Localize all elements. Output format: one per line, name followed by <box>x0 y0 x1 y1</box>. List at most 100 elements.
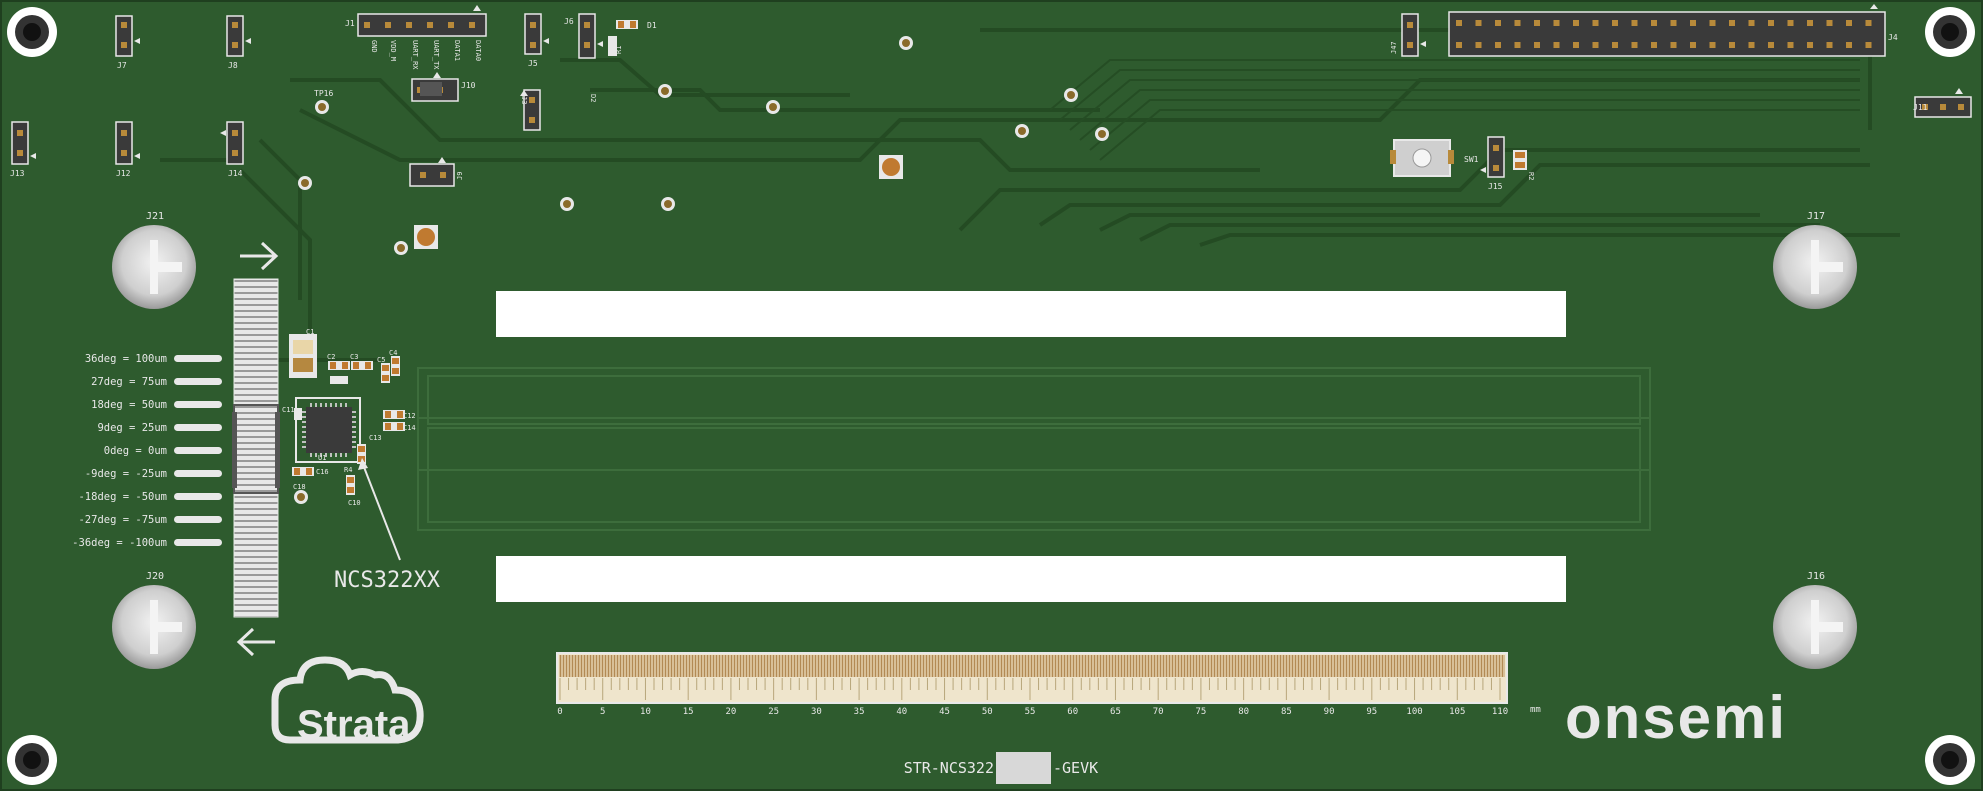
label-d1: D1 <box>647 21 657 30</box>
part-number-prefix: STR-NCS322 <box>904 759 994 777</box>
label-c11: C11 <box>282 406 295 414</box>
chip-pin <box>352 426 356 428</box>
ruler-label: 15 <box>683 707 694 717</box>
chip-pin <box>330 403 332 407</box>
j1-pin <box>385 22 391 28</box>
j4-pin <box>1748 20 1755 26</box>
j4-pin <box>1826 20 1833 26</box>
j1-pin <box>406 22 412 28</box>
j4-pin <box>1709 42 1716 48</box>
label-j4: J4 <box>1888 33 1898 42</box>
label-c16: C16 <box>316 468 329 476</box>
chip-pin <box>352 436 356 438</box>
j4-pin <box>1768 42 1774 48</box>
chip-pin <box>302 421 306 423</box>
chip-pin <box>340 403 342 407</box>
j4-pin <box>1807 20 1813 26</box>
label-j14: J14 <box>228 169 243 178</box>
mount-hole-top-left <box>7 7 57 57</box>
j4-pin <box>1631 20 1638 26</box>
j4-pin <box>1651 42 1657 48</box>
label-u1: U1 <box>318 454 326 462</box>
chip-pin <box>345 403 347 407</box>
chip-pin <box>325 403 327 407</box>
j4-pin <box>1534 42 1540 48</box>
label-d2: D2 <box>589 94 597 102</box>
chip-pin <box>302 411 306 413</box>
chip-pin <box>310 403 312 407</box>
label-c18: C18 <box>293 483 306 491</box>
angle-label-n27: -27deg = -75um <box>78 514 167 526</box>
label-j1: J1 <box>345 19 355 28</box>
headers <box>11 11 1972 187</box>
chip-pin <box>345 453 347 457</box>
chip-pin <box>352 421 356 423</box>
chip-pin <box>302 446 306 448</box>
label-j16: J16 <box>1807 571 1825 582</box>
label-j15: J15 <box>1488 182 1503 191</box>
label-r4: R4 <box>344 466 352 474</box>
j4-pin <box>1690 42 1696 48</box>
mount-hole-bottom-right <box>1925 735 1975 785</box>
label-c10: C10 <box>348 499 361 507</box>
ruler-label: 60 <box>1067 707 1078 717</box>
label-j3: J3 <box>520 96 528 104</box>
label-c13: C13 <box>369 434 382 442</box>
chip-pin <box>302 431 306 433</box>
j1-pin-gnd: GND <box>370 40 378 53</box>
label-j12: J12 <box>116 169 131 178</box>
label-c2: C2 <box>327 353 335 361</box>
ruler-label: 65 <box>1110 707 1121 717</box>
j4-pin <box>1456 42 1462 48</box>
j4-pin <box>1592 20 1599 26</box>
ruler-label: 105 <box>1449 707 1465 717</box>
label-j47: J47 <box>1390 41 1398 54</box>
j1-pin <box>469 22 475 28</box>
ruler-label: 40 <box>896 707 907 717</box>
ruler-label: 85 <box>1281 707 1292 717</box>
chip-pin <box>302 416 306 418</box>
label-j7: J7 <box>117 61 127 70</box>
j4-pin <box>1670 20 1677 26</box>
ruler-label: 30 <box>811 707 822 717</box>
label-c1: C1 <box>306 328 314 336</box>
chip-pin <box>310 453 312 457</box>
ruler-label: 80 <box>1238 707 1249 717</box>
j1-pin-vdd: VDD_M <box>389 40 397 61</box>
label-c12: C12 <box>403 412 416 420</box>
j4-pin <box>1690 20 1696 26</box>
angle-label-0: 0deg = 0um <box>104 445 167 457</box>
standoffs <box>112 225 1857 669</box>
j4-pin <box>1670 42 1677 48</box>
pcb-traces <box>160 28 1900 362</box>
j4-pin <box>1787 20 1794 26</box>
j1-pin-data1: DATA1 <box>453 40 461 61</box>
j1-pin <box>448 22 454 28</box>
chip-pin <box>325 453 327 457</box>
chip-pin <box>335 453 337 457</box>
strata-logo <box>271 656 424 744</box>
j4-pin <box>1846 20 1852 26</box>
label-j11: J11 <box>1913 103 1928 112</box>
j4-pin <box>1787 42 1794 48</box>
j4-pin <box>1573 42 1579 48</box>
j4-pin <box>1651 20 1657 26</box>
j1-pin-data0: DATA0 <box>474 40 482 61</box>
label-r2: R2 <box>1527 172 1535 180</box>
label-j20: J20 <box>146 571 164 582</box>
angle-label-n9: -9deg = -25um <box>85 468 167 480</box>
strata-logo-text: Strata <box>297 703 411 747</box>
j4-pin <box>1748 42 1755 48</box>
label-r1: R1 <box>615 46 623 54</box>
ruler-label: 100 <box>1406 707 1422 717</box>
label-j9: J9 <box>456 172 464 180</box>
test-points <box>294 36 1109 504</box>
ruler-label: 90 <box>1324 707 1335 717</box>
label-j13: J13 <box>10 169 25 178</box>
part-number-suffix: -GEVK <box>1053 759 1098 777</box>
ruler-label: 110 <box>1492 707 1508 717</box>
j4-pin <box>1514 20 1521 26</box>
chip-pin <box>320 403 322 407</box>
label-j10: J10 <box>461 81 476 90</box>
